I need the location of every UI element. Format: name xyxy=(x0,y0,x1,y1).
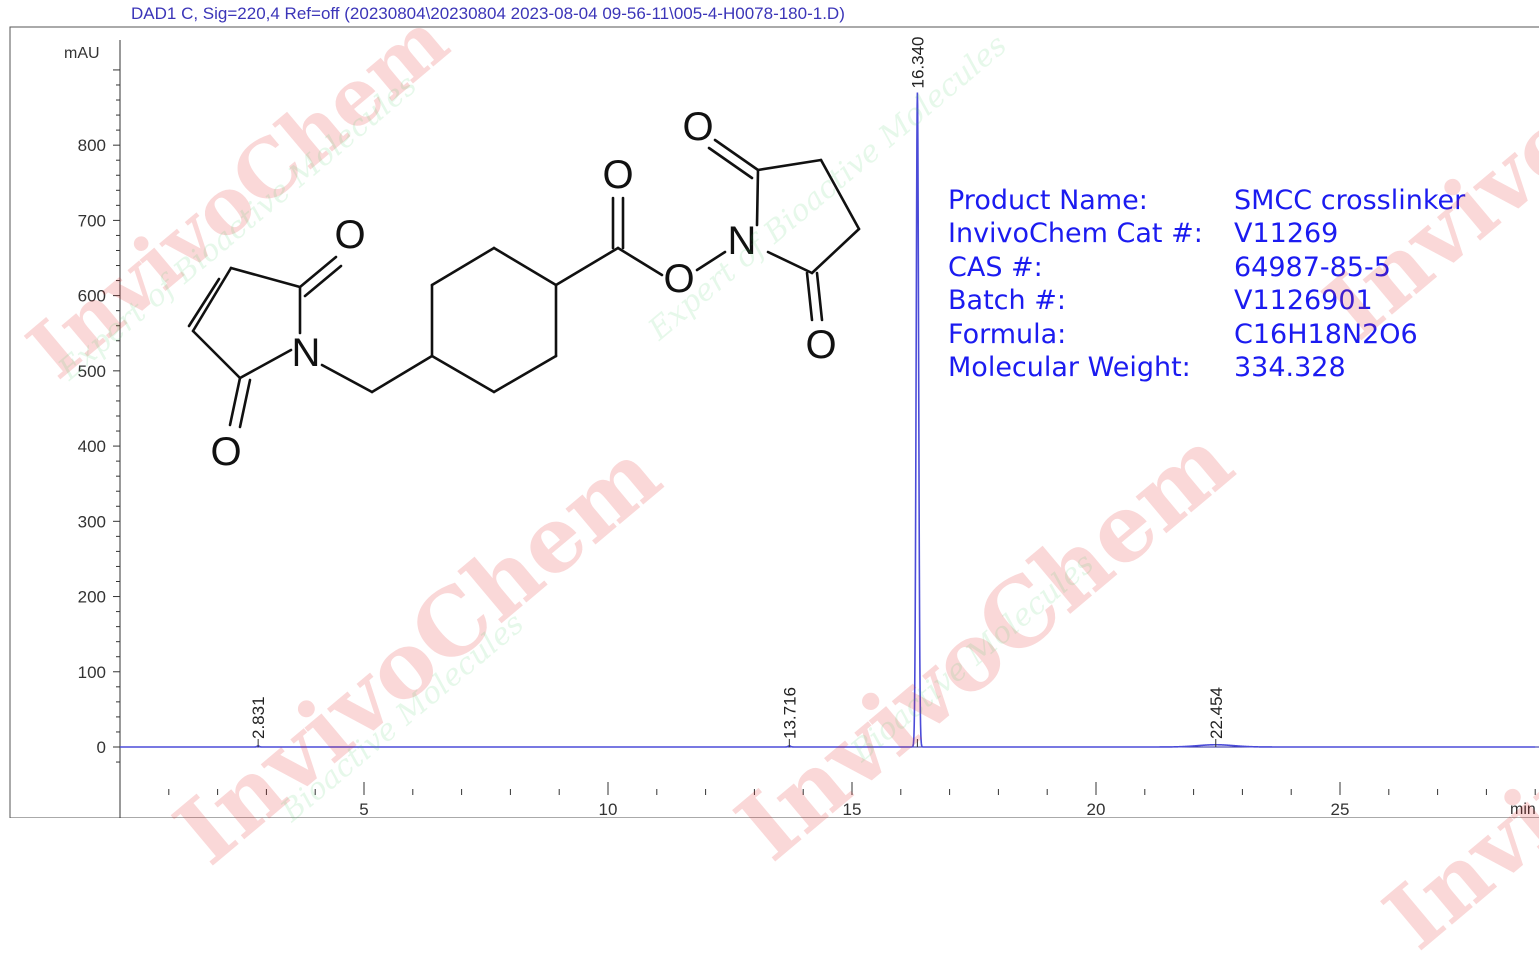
chromatogram-trace xyxy=(120,92,1536,748)
info-label: Molecular Weight: xyxy=(948,352,1191,384)
peak-label: 16.340 xyxy=(908,36,927,88)
peak-label: 22.454 xyxy=(1207,687,1226,739)
y-tick-label: 200 xyxy=(78,588,106,607)
x-tick-label: 10 xyxy=(599,800,618,818)
product-info: Product Name: SMCC crosslinker InvivoChe… xyxy=(948,184,1465,384)
x-tick-label: 5 xyxy=(359,800,368,818)
y-tick-label: 800 xyxy=(78,136,106,155)
info-row-cas: CAS #: 64987-85-5 xyxy=(948,251,1465,284)
atom-o2: O xyxy=(210,430,241,474)
info-value: V11269 xyxy=(1234,218,1339,250)
info-label: Formula: xyxy=(948,318,1067,350)
plot-frame xyxy=(9,26,1539,818)
atom-o4: O xyxy=(663,257,694,301)
info-value: SMCC crosslinker xyxy=(1234,185,1466,216)
info-value: 64987-85-5 xyxy=(1234,251,1391,283)
chromatogram-plot: 0 100 200 300 400 500 600 700 800 mAU 5 10 15 20 25 min… xyxy=(9,26,1539,818)
peak-label: 13.716 xyxy=(780,687,799,739)
info-label: InvivoChem Cat #: xyxy=(948,218,1203,250)
chemical-structure xyxy=(187,138,861,429)
y-tick-label: 700 xyxy=(78,211,106,230)
info-row-formula: Formula: C16H18N2O6 xyxy=(948,318,1465,351)
y-tick-label: 0 xyxy=(97,738,106,757)
info-value: V1126901 xyxy=(1234,285,1373,317)
atom-o6: O xyxy=(805,323,836,367)
info-row-product-name: Product Name: SMCC crosslinker xyxy=(948,184,1465,217)
y-axis-label: mAU xyxy=(64,45,100,62)
info-label: Product Name: xyxy=(948,185,1148,216)
atom-o5: O xyxy=(682,105,713,149)
atom-n1: N xyxy=(292,331,321,375)
info-row-mw: Molecular Weight: 334.328 xyxy=(948,351,1465,384)
atom-o3: O xyxy=(602,153,633,197)
x-tick-label: 25 xyxy=(1331,800,1350,818)
info-value: 334.328 xyxy=(1234,352,1346,384)
atom-o1: O xyxy=(334,213,365,257)
x-tick-label: 20 xyxy=(1087,800,1106,818)
info-row-batch: Batch #: V1126901 xyxy=(948,284,1465,317)
peak-label: 2.831 xyxy=(249,696,268,739)
y-tick-label: 500 xyxy=(78,362,106,381)
y-tick-label: 100 xyxy=(78,663,106,682)
info-label: Batch #: xyxy=(948,285,1066,317)
x-axis-label: min xyxy=(1510,801,1536,818)
info-label: CAS #: xyxy=(948,251,1043,283)
info-value: C16H18N2O6 xyxy=(1234,318,1418,350)
signal-header: DAD1 C, Sig=220,4 Ref=off (20230804\2023… xyxy=(131,4,845,23)
y-tick-label: 300 xyxy=(78,512,106,531)
y-tick-label: 600 xyxy=(78,287,106,306)
page: 0 100 200 300 400 500 600 700 800 mAU 5 10 15 20 25 min… xyxy=(9,0,1539,969)
x-tick-label: 15 xyxy=(843,800,862,818)
atom-n2: N xyxy=(728,219,757,263)
y-tick-label: 400 xyxy=(78,437,106,456)
info-row-cat: InvivoChem Cat #: V11269 xyxy=(948,217,1465,250)
